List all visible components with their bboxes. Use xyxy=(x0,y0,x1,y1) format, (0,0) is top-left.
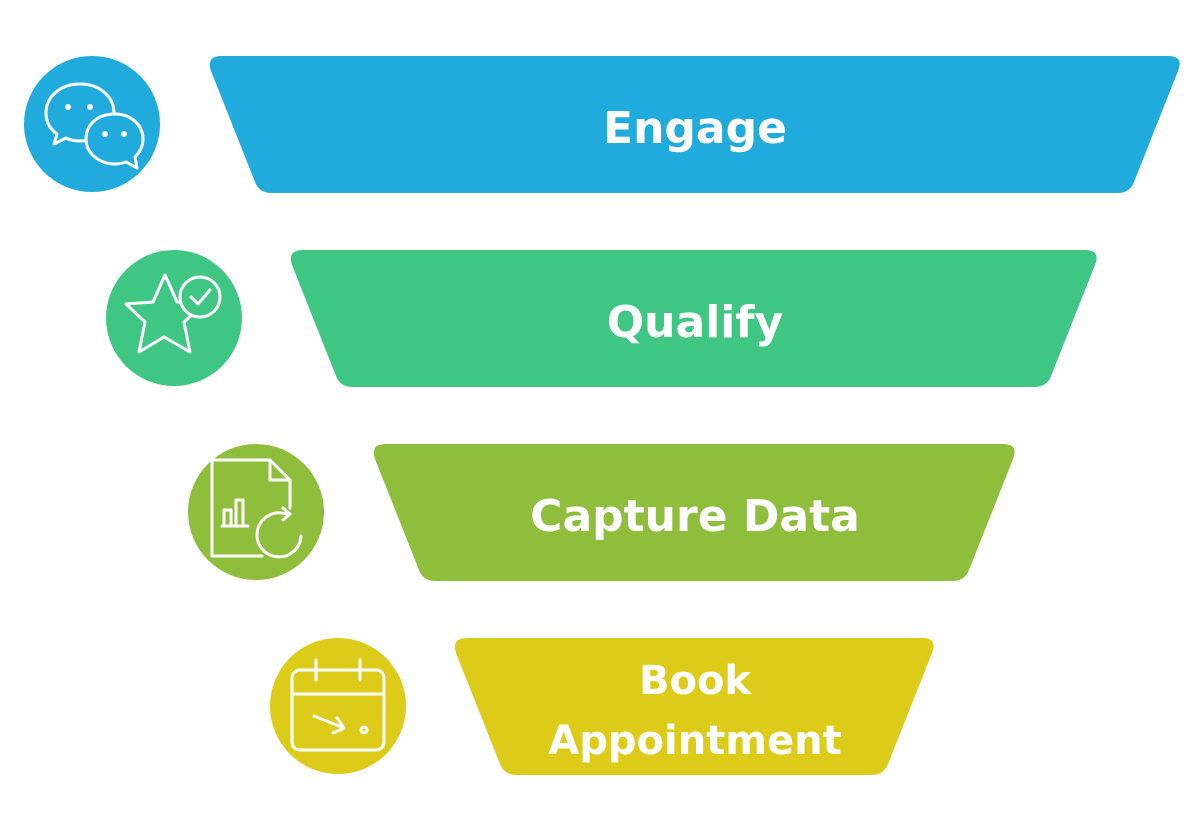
icon-circle-capture-data xyxy=(188,444,324,580)
calendar-icon xyxy=(290,658,386,752)
funnel-band-capture-data xyxy=(373,444,1015,581)
funnel-band-book-appointment xyxy=(454,638,934,775)
document-chart-refresh-icon xyxy=(210,458,303,559)
stage-label-line-1: Book xyxy=(639,658,752,704)
stage-icon-qualify xyxy=(106,250,242,386)
icon-circle-qualify xyxy=(106,250,242,386)
star-check-icon xyxy=(124,273,222,354)
stage-label-engage: Engage xyxy=(603,103,787,154)
funnel-stage-capture-data: Capture Data xyxy=(188,444,1015,581)
funnel-band-qualify xyxy=(290,250,1097,387)
funnel-stage-engage: Engage xyxy=(24,56,1180,193)
chat-bubbles-icon xyxy=(44,82,145,170)
stage-icon-engage xyxy=(24,56,160,192)
stage-icon-book-appointment xyxy=(270,638,406,774)
stage-label-line-2: Appointment xyxy=(548,718,841,764)
stage-label-qualify: Qualify xyxy=(607,297,783,348)
funnel-band-engage xyxy=(209,56,1180,193)
funnel-stage-qualify: Qualify xyxy=(106,250,1097,387)
stage-icon-capture-data xyxy=(188,444,324,580)
stage-label-capture-data: Capture Data xyxy=(530,491,860,542)
icon-circle-book-appointment xyxy=(270,638,406,774)
